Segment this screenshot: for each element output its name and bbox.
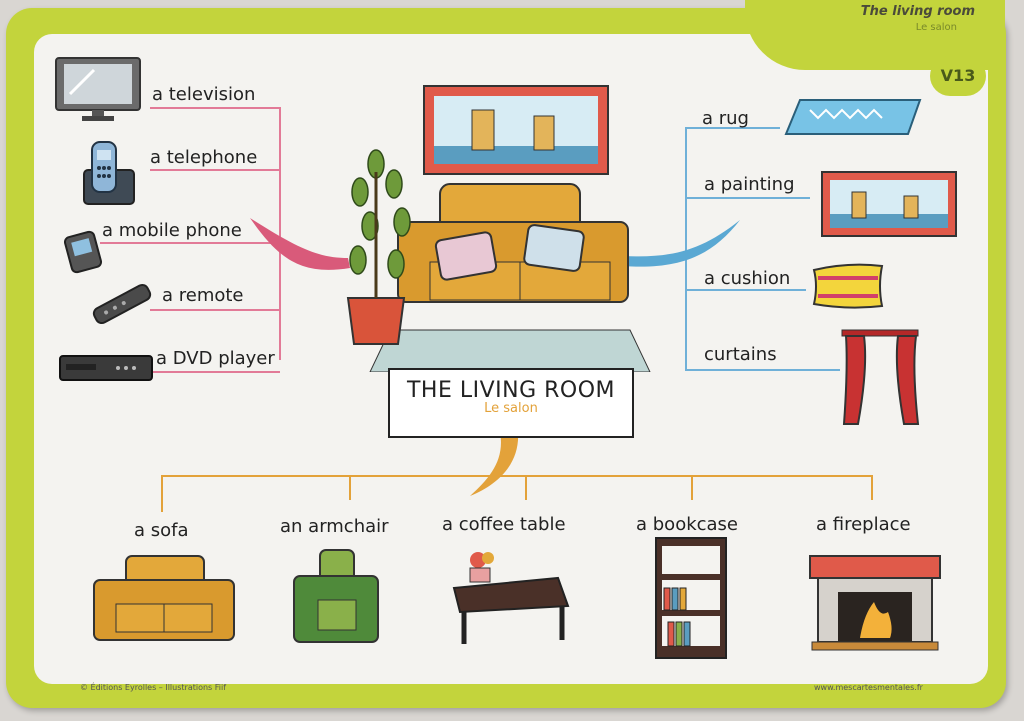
label-bookcase: a bookcase xyxy=(636,514,739,535)
label-remote: a remote xyxy=(162,285,244,306)
right-branch-lines xyxy=(685,127,840,371)
right-branch-root xyxy=(622,220,740,267)
fireplace-icon xyxy=(809,555,941,651)
mobile-phone-icon xyxy=(64,230,103,274)
coffee-table-icon xyxy=(452,552,570,644)
label-television: a television xyxy=(152,84,256,105)
label-painting: a painting xyxy=(704,174,795,195)
label-dvd-player: a DVD player xyxy=(156,348,275,369)
label-telephone: a telephone xyxy=(150,147,258,168)
dvd-player-icon xyxy=(59,355,153,381)
label-rug: a rug xyxy=(702,108,749,129)
armchair-icon xyxy=(293,549,379,643)
bottom-branch-lines xyxy=(161,475,873,512)
header-title: The living room xyxy=(860,4,975,19)
footer-copyright: © Éditions Eyrolles – Illustrations Fiif xyxy=(80,683,227,692)
rug-icon xyxy=(784,99,922,135)
label-fireplace: a fireplace xyxy=(816,514,911,535)
label-coffee-table: a coffee table xyxy=(442,514,566,535)
label-mobile-phone: a mobile phone xyxy=(102,220,242,241)
left-branch-root xyxy=(250,218,350,270)
label-armchair: an armchair xyxy=(280,516,389,537)
cushion-icon xyxy=(812,263,884,309)
central-topic-subtitle: Le salon xyxy=(484,401,538,416)
label-curtains: curtains xyxy=(704,344,777,365)
living-room-illustration xyxy=(346,85,651,372)
telephone-icon xyxy=(83,141,135,205)
card-code-badge: V13 xyxy=(930,56,986,96)
central-topic: THE LIVING ROOM Le salon xyxy=(388,368,634,438)
left-branch-lines xyxy=(100,107,281,373)
label-sofa: a sofa xyxy=(134,520,189,541)
label-cushion: a cushion xyxy=(704,268,791,289)
remote-icon xyxy=(92,283,152,325)
television-icon xyxy=(55,57,141,121)
bottom-branch-root xyxy=(470,432,519,496)
bookcase-icon xyxy=(655,537,727,659)
sofa-icon xyxy=(93,555,235,641)
footer-website: www.mescartesmentales.fr xyxy=(814,683,923,692)
curtains-icon xyxy=(841,329,920,425)
central-topic-title: THE LIVING ROOM xyxy=(406,378,616,403)
painting-icon xyxy=(821,171,957,237)
header-subtitle: Le salon xyxy=(915,22,957,33)
